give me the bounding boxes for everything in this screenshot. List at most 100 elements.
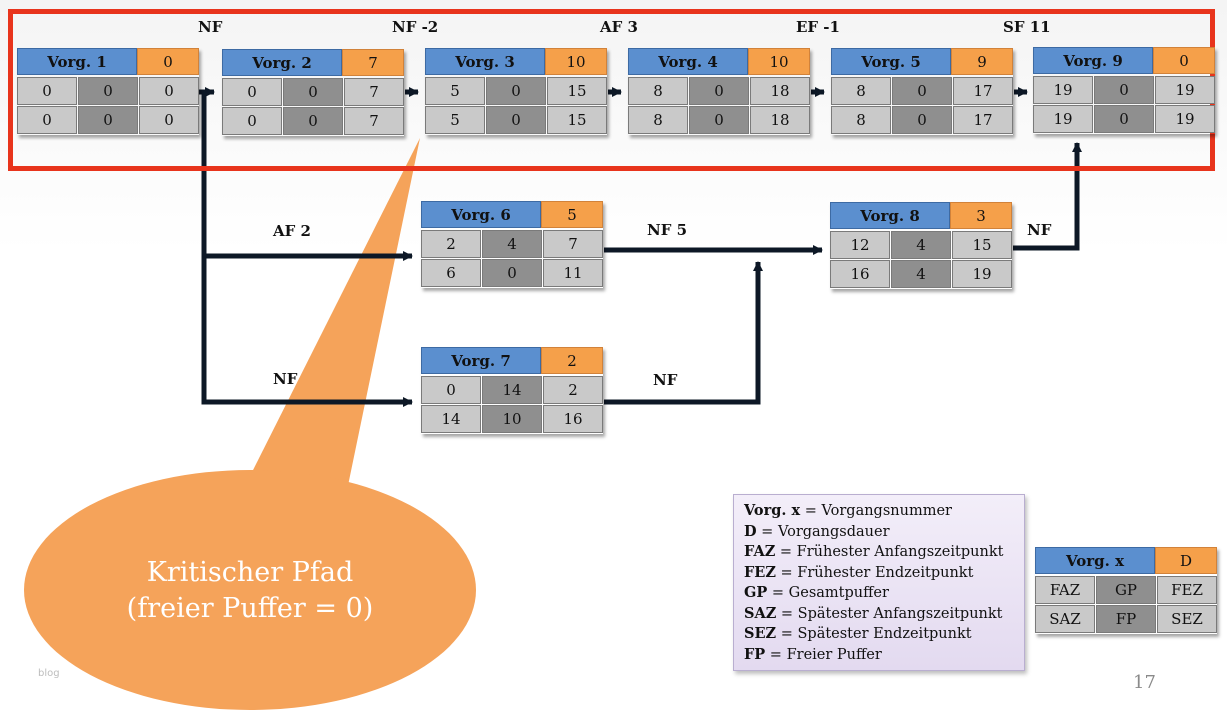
sez-cell: 0: [139, 106, 199, 134]
activity-duration: 7: [342, 49, 404, 76]
arrow-7-8: [604, 261, 763, 405]
critical-path-callout: Kritischer Pfad (freier Puffer = 0): [80, 555, 420, 627]
fez-cell: 17: [953, 77, 1013, 105]
faz-cell: 8: [831, 77, 891, 105]
sez-cell: 19: [952, 260, 1012, 288]
sez-cell: 15: [547, 106, 607, 134]
activity-node-8[interactable]: Vorg. 8 3 12 4 15 16 4 19: [830, 202, 1012, 289]
saz-cell: 8: [628, 106, 688, 134]
relation-label-1-6: AF 2: [273, 222, 311, 240]
gp-cell: 4: [891, 231, 951, 259]
gp-cell: 4: [482, 230, 542, 258]
activity-node-7[interactable]: Vorg. 7 2 0 14 2 14 10 16: [421, 347, 603, 434]
fez-cell: 15: [547, 77, 607, 105]
activity-duration: 10: [748, 48, 810, 75]
activity-duration: 3: [950, 202, 1012, 229]
fez-cell: 19: [1155, 76, 1215, 104]
faz-cell: 0: [17, 77, 77, 105]
relation-label-8-9: NF: [1027, 221, 1052, 239]
legend-node-duration: D: [1155, 547, 1217, 574]
fez-cell: 2: [543, 376, 603, 404]
legend-item: D = Vorgangsdauer: [744, 522, 890, 540]
activity-node-2[interactable]: Vorg. 2 7 0 0 7 0 0 7: [222, 49, 404, 136]
gp-cell: 0: [689, 77, 749, 105]
sez-cell: SEZ: [1157, 605, 1217, 633]
activity-node-1[interactable]: Vorg. 1 0 0 0 0 0 0 0: [17, 48, 199, 135]
legend-item: FEZ = Frühester Endzeitpunkt: [744, 563, 974, 581]
activity-number: Vorg. 1: [17, 48, 137, 75]
relation-label-1-2: NF: [198, 18, 223, 36]
legend-node: Vorg. x D FAZ GP FEZ SAZ FP SEZ: [1035, 547, 1217, 634]
legend-node-number: Vorg. x: [1035, 547, 1155, 574]
callout-line-2: (freier Puffer = 0): [126, 593, 374, 624]
activity-node-4[interactable]: Vorg. 4 10 8 0 18 8 0 18: [628, 48, 810, 135]
arrow-8-9: [1013, 142, 1082, 251]
activity-number: Vorg. 2: [222, 49, 342, 76]
legend-item: FAZ = Frühester Anfangszeitpunkt: [744, 543, 1004, 560]
fp-cell: 0: [1094, 105, 1154, 133]
relation-label-2-3: NF -2: [392, 18, 439, 36]
saz-cell: SAZ: [1035, 605, 1095, 633]
faz-cell: 5: [425, 77, 485, 105]
legend-item: SAZ = Spätester Anfangszeitpunkt: [744, 604, 1003, 622]
callout-shape: [24, 138, 476, 710]
fez-cell: FEZ: [1157, 576, 1217, 604]
faz-cell: 2: [421, 230, 481, 258]
activity-number: Vorg. 8: [830, 202, 950, 229]
activity-node-3[interactable]: Vorg. 3 10 5 0 15 5 0 15: [425, 48, 607, 135]
fp-cell: 0: [78, 106, 138, 134]
fp-cell: 0: [486, 106, 546, 134]
saz-cell: 14: [421, 405, 481, 433]
saz-cell: 8: [831, 106, 891, 134]
sez-cell: 7: [344, 107, 404, 135]
saz-cell: 19: [1033, 105, 1093, 133]
fez-cell: 7: [543, 230, 603, 258]
activity-duration: 2: [541, 347, 603, 374]
legend-item: GP = Gesamtpuffer: [744, 584, 889, 601]
relation-label-6-8: NF 5: [647, 221, 688, 239]
faz-cell: 8: [628, 77, 688, 105]
arrow-1-7: [201, 250, 413, 407]
gp-cell: 0: [78, 77, 138, 105]
saz-cell: 0: [17, 106, 77, 134]
activity-number: Vorg. 5: [831, 48, 951, 75]
fez-cell: 0: [139, 77, 199, 105]
saz-cell: 0: [222, 107, 282, 135]
sez-cell: 17: [953, 106, 1013, 134]
page-number: 17: [1133, 672, 1156, 693]
legend-box: Vorg. x = Vorgangsnummer D = Vorgangsdau…: [733, 494, 1025, 671]
watermark: blog: [38, 668, 60, 679]
gp-cell: 0: [892, 77, 952, 105]
relation-label-3-4: AF 3: [600, 18, 638, 36]
faz-cell: FAZ: [1035, 576, 1095, 604]
sez-cell: 16: [543, 405, 603, 433]
fp-cell: 10: [482, 405, 542, 433]
fez-cell: 15: [952, 231, 1012, 259]
fp-cell: FP: [1096, 605, 1156, 633]
faz-cell: 0: [222, 78, 282, 106]
fp-cell: 4: [891, 260, 951, 288]
legend-item: Vorg. x = Vorgangsnummer: [744, 502, 952, 519]
sez-cell: 11: [543, 259, 603, 287]
fp-cell: 0: [482, 259, 542, 287]
saz-cell: 16: [830, 260, 890, 288]
fp-cell: 0: [283, 107, 343, 135]
activity-node-9[interactable]: Vorg. 9 0 19 0 19 19 0 19: [1033, 47, 1215, 134]
faz-cell: 19: [1033, 76, 1093, 104]
activity-number: Vorg. 3: [425, 48, 545, 75]
callout-line-1: Kritischer Pfad: [146, 557, 354, 588]
gp-cell: 0: [283, 78, 343, 106]
saz-cell: 6: [421, 259, 481, 287]
activity-number: Vorg. 7: [421, 347, 541, 374]
fez-cell: 18: [750, 77, 810, 105]
activity-duration: 10: [545, 48, 607, 75]
fp-cell: 0: [892, 106, 952, 134]
activity-number: Vorg. 4: [628, 48, 748, 75]
saz-cell: 5: [425, 106, 485, 134]
activity-node-5[interactable]: Vorg. 5 9 8 0 17 8 0 17: [831, 48, 1013, 135]
sez-cell: 19: [1155, 105, 1215, 133]
activity-duration: 5: [541, 201, 603, 228]
activity-node-6[interactable]: Vorg. 6 5 2 4 7 6 0 11: [421, 201, 603, 288]
sez-cell: 18: [750, 106, 810, 134]
